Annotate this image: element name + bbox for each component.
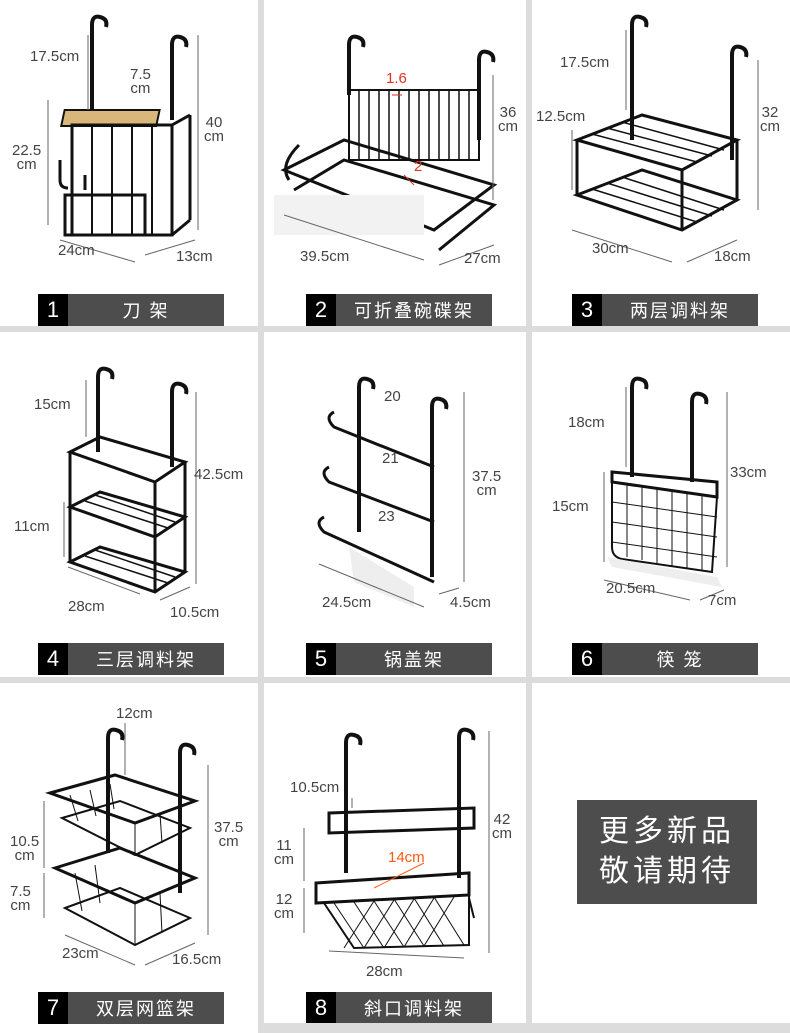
pot-lid-rack-drawing [317, 376, 465, 608]
product-name: 锅盖架 [384, 650, 444, 670]
dim-label: 20.5cm [606, 580, 656, 597]
dim-label: 40 cm [204, 114, 224, 145]
dim-label: 28cm [366, 963, 403, 980]
coming-soon-line-2: 敬请期待 [599, 855, 735, 888]
dim-label: 10.5cm [170, 604, 220, 621]
dim-label: 39.5cm [300, 248, 350, 265]
slanted-spice-rack-drawing [303, 727, 490, 959]
dim-label: 24cm [58, 242, 95, 259]
product-card-5: 20 21 37.5 cm 23 24.5cm 4.5cm 5 锅盖架 [264, 332, 526, 677]
dim-label: 12 cm [274, 891, 294, 922]
product-card-1: 17.5cm 7.5 cm 40 cm 22.5 cm 24cm 13cm 1 … [0, 0, 258, 326]
coming-soon-box: 更多新品 敬请期待 [577, 800, 757, 904]
product-name: 刀 架 [122, 301, 170, 321]
dim-label: 12cm [116, 705, 153, 722]
product-number: 8 [306, 992, 336, 1023]
product-name: 三层调料架 [96, 650, 196, 670]
dim-label: 12.5cm [536, 108, 586, 125]
dim-label: 11 cm [274, 837, 294, 868]
dim-label: 37.5 cm [214, 819, 244, 850]
dim-label: 28cm [68, 598, 105, 615]
product-number: 2 [306, 294, 336, 326]
two-tier-basket-rack-drawing [43, 723, 209, 966]
product-number: 6 [572, 643, 602, 675]
product-name: 筷 笼 [656, 650, 704, 670]
product-caption: 1 刀 架 [38, 294, 224, 326]
dim-label: 42 cm [492, 811, 512, 842]
dim-label: 4.5cm [450, 594, 491, 611]
chopstick-holder-drawing [603, 376, 728, 601]
dim-label: 15cm [552, 498, 589, 515]
product-caption: 2 可折叠碗碟架 [306, 294, 492, 326]
dim-label: 18cm [714, 248, 751, 265]
product-number: 3 [572, 294, 602, 326]
product-caption: 5 锅盖架 [306, 643, 492, 675]
product-number: 7 [38, 992, 68, 1024]
two-tier-spice-rack-drawing [571, 14, 759, 263]
dim-label: 7cm [708, 592, 737, 609]
product-caption: 3 两层调料架 [572, 294, 758, 326]
product-number: 5 [306, 643, 336, 675]
product-caption: 7 双层网篮架 [38, 992, 224, 1024]
dish-rack-drawing [274, 34, 498, 266]
dim-label: 30cm [592, 240, 629, 257]
dim-label: 11cm [14, 518, 50, 535]
dim-label: 24.5cm [322, 594, 372, 611]
dim-label: 10.5 cm [10, 833, 40, 864]
product-number: 4 [38, 643, 68, 675]
dim-label: 17.5cm [560, 54, 610, 71]
dim-label: 33cm [730, 464, 767, 481]
dim-label: 17.5cm [30, 48, 80, 65]
dim-label: 36 cm [498, 104, 518, 135]
dim-label: 10.5cm [290, 779, 340, 796]
three-tier-spice-rack-drawing [63, 366, 197, 601]
dim-label: 22.5 cm [12, 142, 42, 173]
dim-label: 1.6 [386, 70, 407, 87]
knife-rack-drawing [47, 14, 199, 263]
product-card-7: 12cm 37.5 cm 10.5 cm 7.5 cm 23cm 16.5cm … [0, 683, 258, 1033]
product-name: 双层网篮架 [96, 999, 196, 1019]
dim-label: 42.5cm [194, 466, 244, 483]
dim-label: 16.5cm [172, 951, 222, 968]
product-card-6: 18cm 33cm 15cm 20.5cm 7cm 6 筷 笼 [532, 332, 790, 677]
product-caption: 4 三层调料架 [38, 643, 224, 675]
dim-label: 23cm [62, 945, 99, 962]
dim-label: 13cm [176, 248, 213, 265]
dim-label: 14cm [388, 849, 425, 866]
dim-label: 23 [378, 508, 395, 525]
dim-label: 20 [384, 388, 401, 405]
dim-label: 2 [414, 158, 423, 175]
product-name: 两层调料架 [630, 301, 730, 321]
dim-label: 18cm [568, 414, 605, 431]
dim-label: 32 cm [760, 104, 780, 135]
dim-label: 37.5 cm [472, 468, 502, 499]
product-caption: 8 斜口调料架 [306, 992, 492, 1023]
product-card-2: 1.6 36 cm 2 39.5cm 27cm 2 可折叠碗碟架 [264, 0, 526, 326]
product-number: 1 [38, 294, 68, 326]
dim-label: 15cm [34, 396, 71, 413]
product-caption: 6 筷 笼 [572, 643, 758, 675]
dim-label: 27cm [464, 250, 501, 267]
product-card-8: 10.5cm 42 cm 11 cm 14cm 12 cm 28cm 8 斜口调… [264, 683, 526, 1023]
product-name: 可折叠碗碟架 [354, 301, 474, 321]
product-card-3: 17.5cm 32 cm 12.5cm 30cm 18cm 3 两层调料架 [532, 0, 790, 326]
product-name: 斜口调料架 [364, 999, 464, 1019]
product-card-4: 15cm 42.5cm 11cm 28cm 10.5cm 4 三层调料架 [0, 332, 258, 677]
dim-label: 21 [382, 450, 399, 467]
dim-label: 7.5 cm [130, 66, 151, 97]
dim-label: 7.5 cm [10, 883, 31, 914]
coming-soon-line-1: 更多新品 [599, 815, 735, 848]
